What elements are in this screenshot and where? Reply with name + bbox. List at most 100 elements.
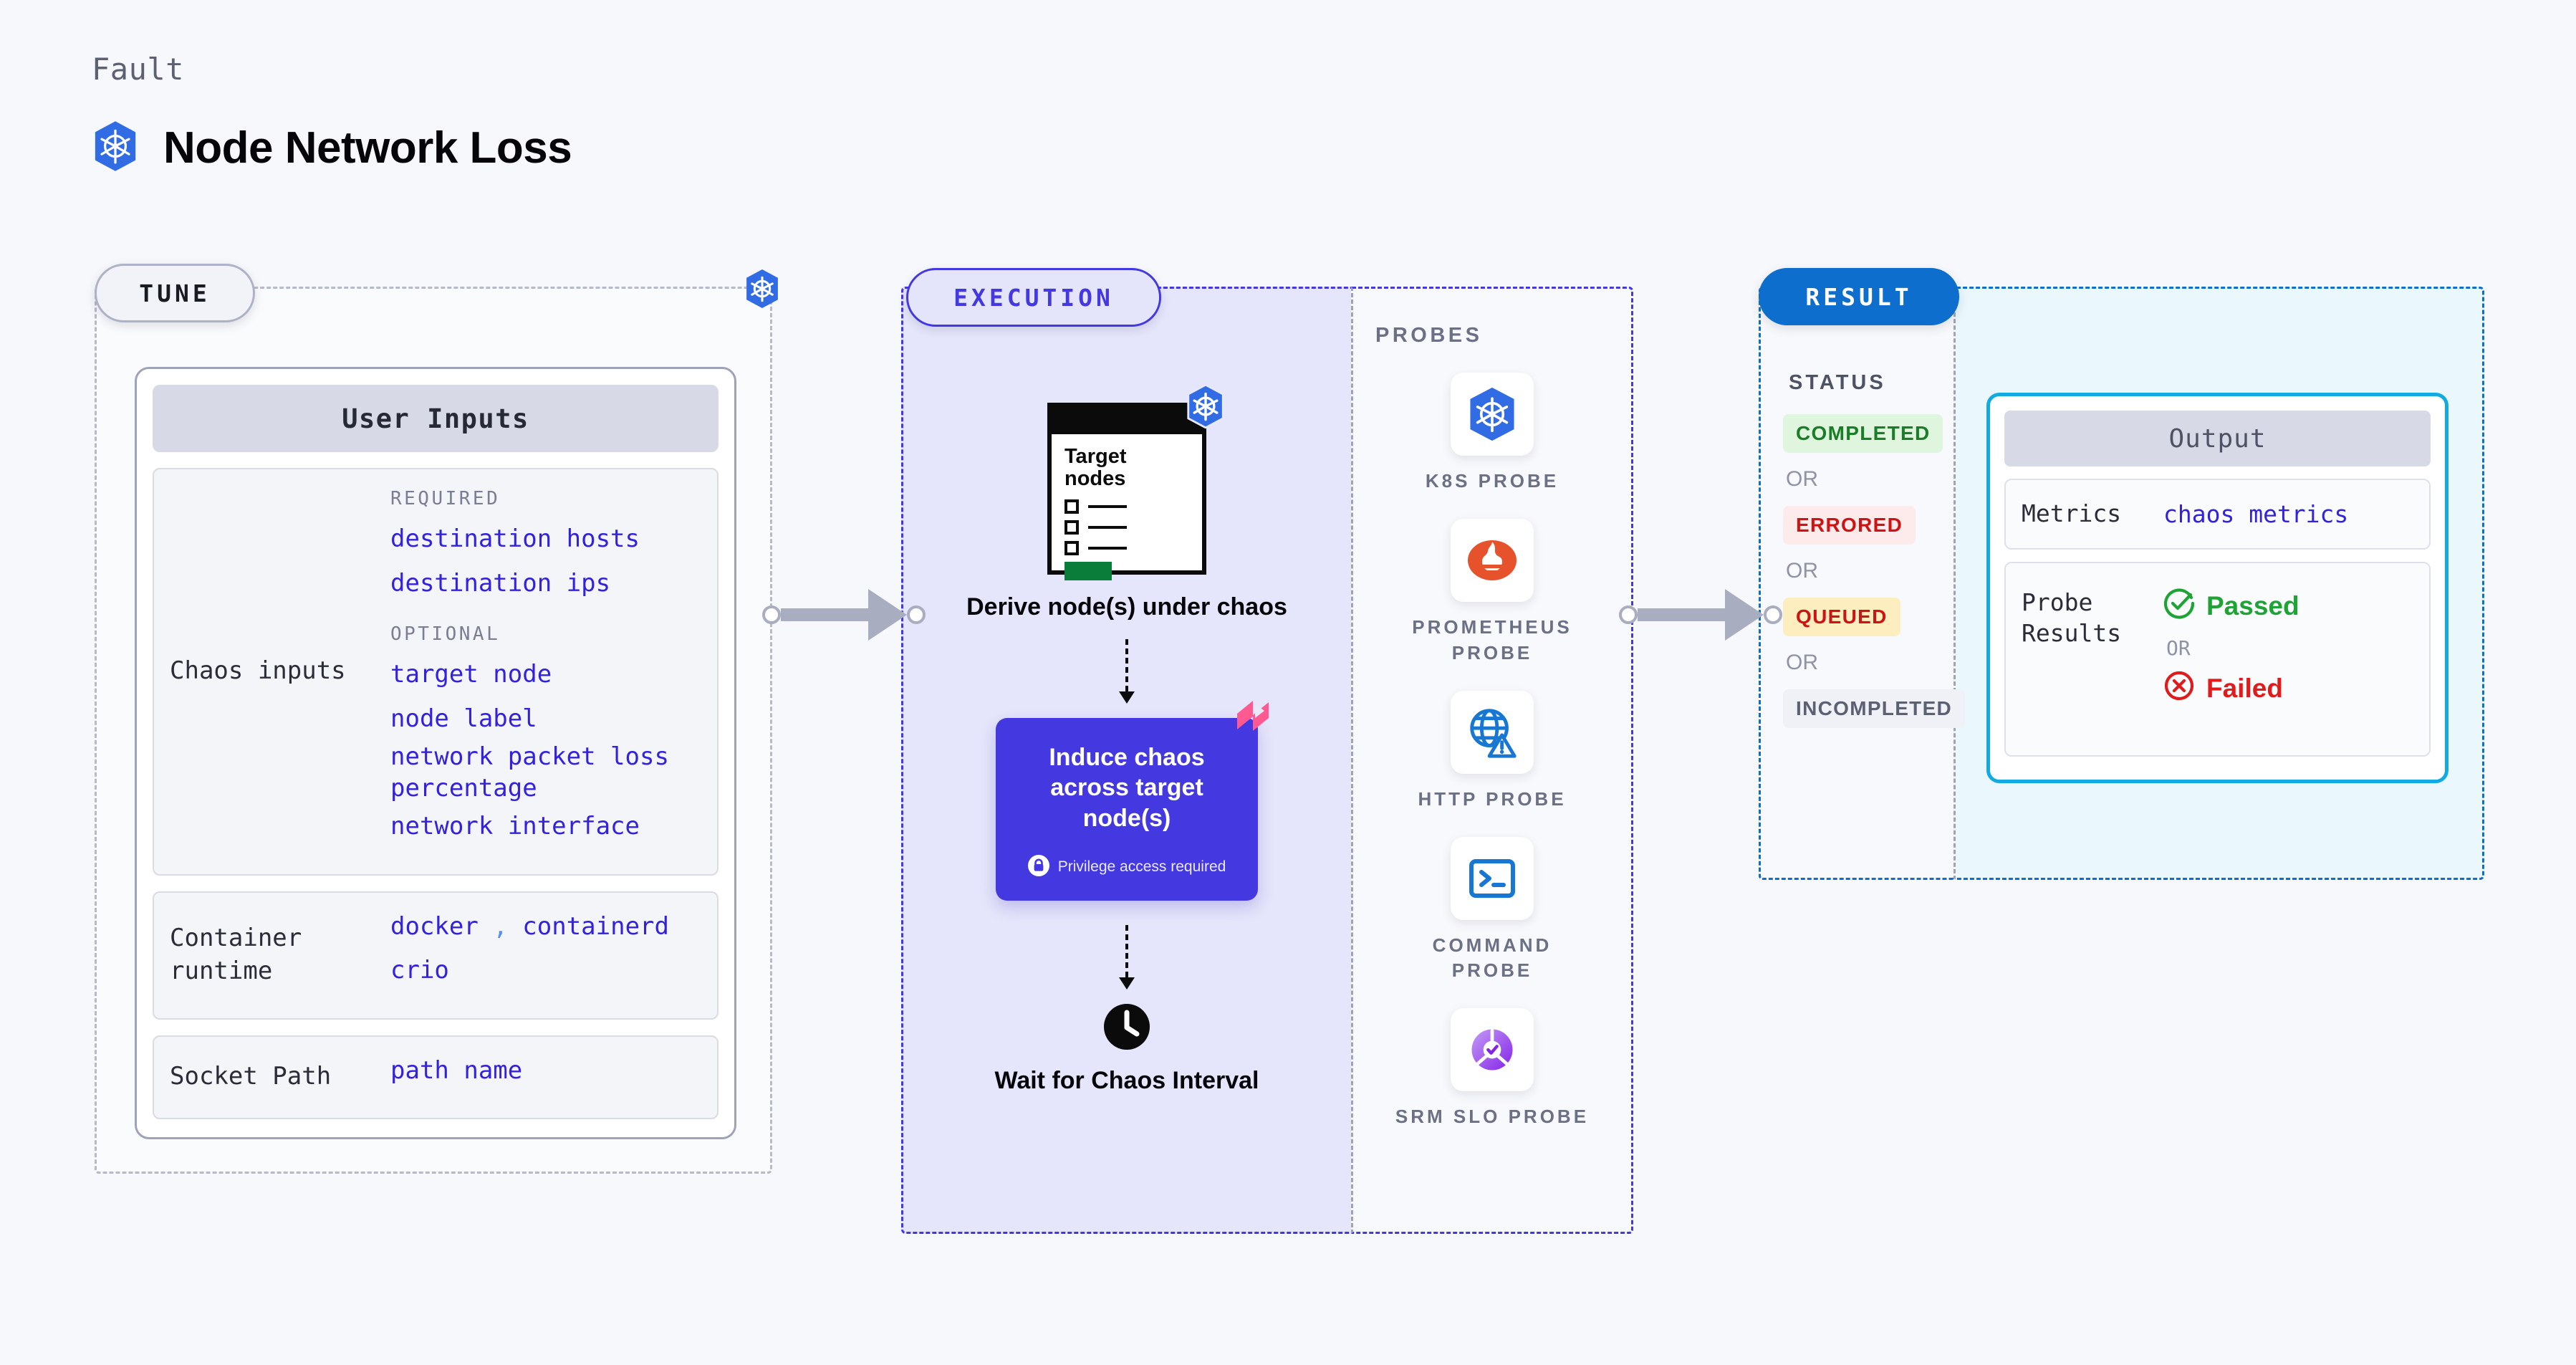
probe-label: PROMETHEUS PROBE — [1412, 616, 1572, 664]
checkbox-icon — [1064, 540, 1079, 555]
metrics-label: Metrics — [2022, 499, 2122, 527]
prometheus-icon — [1451, 518, 1534, 602]
probe-results-label: Probe Results — [2022, 588, 2122, 647]
value-separator: , — [493, 911, 508, 941]
connector-line — [1638, 608, 1728, 621]
probe-results-values: Passed OR Failed — [2163, 588, 2429, 707]
probe-results-row: Probe Results Passed OR — [2004, 561, 2431, 757]
result-badge: RESULT — [1759, 268, 1959, 325]
connector-execution-to-result — [1619, 589, 1782, 641]
page-header: Node Network Loss — [92, 120, 572, 175]
derive-nodes-caption: Derive node(s) under chaos — [966, 593, 1287, 621]
execution-badge: EXECUTION — [906, 268, 1161, 327]
optional-group-title: OPTIONAL — [390, 623, 501, 646]
socket-path-value[interactable]: path name — [390, 1055, 523, 1085]
srm-slo-icon — [1451, 1008, 1534, 1092]
connector-start-dot — [1619, 605, 1638, 624]
privilege-note: Privilege access required — [1014, 855, 1239, 879]
window-title: Target nodes — [1064, 445, 1127, 491]
kubernetes-icon — [92, 120, 139, 175]
status-section-frame — [1759, 287, 1956, 880]
output-card: Output Metrics chaos metrics Probe Resul… — [1986, 393, 2448, 783]
litmus-chaos-logo-icon — [1231, 699, 1275, 745]
input-destination-ips[interactable]: destination ips — [390, 568, 611, 598]
required-group-title: REQUIRED — [390, 488, 501, 509]
input-target-node[interactable]: target node — [390, 660, 552, 689]
x-circle-icon — [2163, 670, 2195, 707]
probe-item-k8s[interactable]: K8S PROBE — [1392, 373, 1592, 494]
flow-arrow-down-icon — [1119, 925, 1135, 990]
input-network-packet-loss-percentage[interactable]: network packet loss percentage — [390, 742, 669, 803]
probe-item-prometheus[interactable]: PROMETHEUS PROBE — [1392, 518, 1592, 666]
checklist-item — [1064, 499, 1189, 514]
probes-list: K8S PROBE PROMETHEUS PROBE — [1351, 373, 1633, 1130]
input-node-label[interactable]: node label — [390, 704, 537, 733]
connector-arrow-icon — [868, 589, 907, 641]
window-checklist — [1064, 499, 1189, 555]
passed-label: Passed — [2206, 590, 2299, 621]
window-titlebar — [1052, 407, 1202, 434]
status-badge-completed: COMPLETED — [1783, 414, 1943, 453]
terminal-icon — [1451, 836, 1534, 920]
probe-item-http[interactable]: HTTP PROBE — [1392, 690, 1592, 813]
connector-tune-to-execution — [762, 589, 926, 641]
container-runtime-label: Container runtime — [170, 924, 302, 986]
status-bar-indicator — [1064, 561, 1112, 580]
status-badge-errored: ERRORED — [1783, 506, 1916, 545]
user-inputs-card: User Inputs Chaos inputs REQUIRED destin… — [135, 367, 736, 1139]
status-badge-incompleted: INCOMPLETED — [1783, 689, 1966, 728]
value-crio[interactable]: crio — [390, 956, 449, 985]
page-title: Node Network Loss — [163, 123, 572, 173]
status-list: COMPLETED OR ERRORED OR QUEUED OR INCOMP… — [1783, 414, 1966, 728]
kubernetes-icon — [1451, 373, 1534, 456]
chaos-inputs-row: Chaos inputs REQUIRED destination hosts … — [153, 468, 719, 876]
kubernetes-icon-tune-marker — [744, 269, 781, 312]
kubernetes-icon — [1185, 383, 1226, 431]
value-containerd[interactable]: containerd — [522, 911, 669, 941]
checkbox-icon — [1064, 499, 1079, 514]
probe-result-passed: Passed — [2163, 588, 2429, 625]
connector-arrow-icon — [1725, 589, 1764, 641]
lock-icon — [1027, 855, 1049, 879]
connector-line — [781, 608, 871, 621]
value-docker[interactable]: docker — [390, 911, 479, 941]
page-eyebrow: Fault — [92, 52, 184, 87]
list-line — [1088, 546, 1127, 550]
clock-icon — [1101, 1001, 1153, 1055]
input-destination-hosts[interactable]: destination hosts — [390, 525, 640, 553]
checkbox-icon — [1064, 519, 1079, 535]
probe-result-failed: Failed — [2163, 670, 2429, 707]
probes-title: PROBES — [1375, 324, 1483, 347]
failed-label: Failed — [2206, 673, 2283, 703]
probe-results-or-label: OR — [2166, 636, 2191, 660]
status-or-label: OR — [1786, 651, 1818, 674]
metrics-value[interactable]: chaos metrics — [2163, 499, 2349, 528]
list-line — [1088, 525, 1127, 529]
checklist-item — [1064, 519, 1189, 535]
connector-end-dot — [907, 605, 926, 624]
socket-path-row: Socket Path path name — [153, 1035, 719, 1120]
execution-flow: Target nodes — [901, 287, 1352, 1234]
status-title: STATUS — [1789, 371, 1886, 394]
probe-label: COMMAND PROBE — [1432, 934, 1552, 982]
list-line — [1088, 504, 1127, 508]
probe-label: K8S PROBE — [1425, 470, 1559, 492]
target-nodes-window: Target nodes — [1047, 383, 1224, 580]
container-runtime-values-line-1[interactable]: docker , containerd — [390, 911, 704, 943]
status-or-label: OR — [1786, 467, 1818, 491]
container-runtime-row: Container runtime docker , containerd cr… — [153, 891, 719, 1020]
input-network-interface[interactable]: network interface — [390, 812, 640, 841]
probe-item-srm-slo[interactable]: SRM SLO PROBE — [1392, 1008, 1592, 1130]
globe-warning-icon — [1451, 690, 1534, 774]
socket-path-label: Socket Path — [170, 1062, 332, 1091]
chaos-inputs-label: Chaos inputs — [170, 656, 346, 686]
status-badge-queued: QUEUED — [1783, 598, 1900, 636]
wait-interval-caption: Wait for Chaos Interval — [994, 1067, 1259, 1095]
tune-badge: TUNE — [95, 264, 255, 322]
probe-item-command[interactable]: COMMAND PROBE — [1392, 836, 1592, 985]
privilege-note-text: Privilege access required — [1057, 858, 1226, 876]
induce-chaos-title: Induce chaos across target node(s) — [1049, 743, 1205, 832]
probe-label: SRM SLO PROBE — [1395, 1106, 1590, 1128]
induce-chaos-step[interactable]: Induce chaos across target node(s) Privi… — [996, 700, 1269, 901]
